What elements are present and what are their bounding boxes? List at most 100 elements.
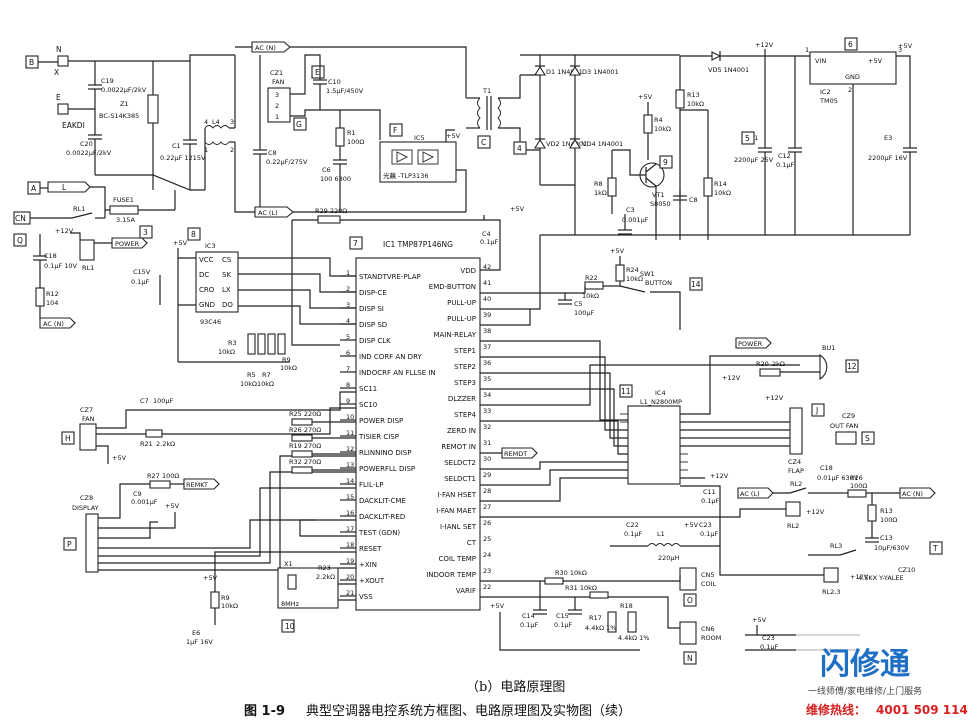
- ic4-body: [627, 405, 681, 485]
- svg-text:C19: C19: [101, 77, 114, 85]
- svg-text:2.2kΩ: 2.2kΩ: [156, 440, 175, 448]
- z1-varistor: [147, 94, 159, 124]
- svg-text:GND: GND: [845, 73, 860, 81]
- ic1-left-pin-number: 18: [346, 541, 354, 549]
- svg-text:R14: R14: [714, 180, 727, 188]
- svg-text:BUTTON: BUTTON: [645, 279, 672, 287]
- svg-text:RL2.3: RL2.3: [822, 588, 840, 596]
- ic1-right-pin-label: SELDCT2: [444, 459, 476, 467]
- svg-text:+12V: +12V: [765, 394, 784, 402]
- svg-text:C12: C12: [778, 152, 791, 160]
- caption-subtitle: （b）电路原理图: [466, 679, 565, 695]
- svg-text:R31 10kΩ: R31 10kΩ: [565, 584, 597, 592]
- svg-text:DISPLAY: DISPLAY: [72, 504, 99, 512]
- ic1-right-pin-number: 34: [483, 391, 491, 399]
- ic1-left-pin-number: 1: [346, 269, 350, 277]
- svg-text:1.5μF/450V: 1.5μF/450V: [326, 87, 364, 95]
- svg-text:R7: R7: [262, 371, 271, 379]
- svg-text:R23: R23: [318, 564, 331, 572]
- figure-number: 图 1-9: [244, 704, 285, 719]
- svg-text:S8050: S8050: [650, 200, 671, 208]
- svg-text:100Ω: 100Ω: [850, 482, 867, 490]
- svg-text:2kΩ: 2kΩ: [772, 360, 785, 368]
- power-tag-2: [735, 337, 772, 349]
- svg-text:R27: R27: [147, 472, 160, 480]
- svg-text:ROOM: ROOM: [701, 634, 721, 642]
- ic1-right-pin-number: 42: [483, 263, 491, 271]
- svg-text:E: E: [315, 68, 320, 77]
- ic1-right-pin-number: 32: [483, 423, 491, 431]
- region-q: [13, 233, 27, 247]
- svg-text:+12V: +12V: [722, 374, 741, 382]
- svg-text:SK: SK: [222, 271, 231, 279]
- svg-text:CZ7: CZ7: [80, 406, 93, 414]
- cz4-connector: [789, 407, 803, 455]
- svg-text:CN5: CN5: [701, 571, 715, 579]
- rl1-coil: [79, 239, 95, 261]
- svg-text:LX: LX: [222, 286, 231, 294]
- ic1-left-pin-label: IND CORF AN DRY: [359, 353, 422, 361]
- watermark: 闪修通 一线师傅/家电维修/上门服务 维修热线： 4001 509 114: [796, 628, 980, 722]
- svg-text:3.15A: 3.15A: [116, 216, 135, 224]
- rl2-coil: [785, 501, 801, 517]
- svg-text:3: 3: [898, 46, 902, 54]
- r1: [335, 127, 345, 147]
- svg-text:10kΩ: 10kΩ: [218, 348, 235, 356]
- region-l: [683, 651, 697, 665]
- svg-text:DO: DO: [222, 301, 233, 309]
- watermark-slogan: 一线师傅/家电维修/上门服务: [808, 685, 922, 697]
- region-t: [929, 541, 943, 555]
- svg-text:RL1: RL1: [82, 264, 94, 272]
- svg-text:POWER: POWER: [738, 340, 763, 348]
- svg-text:4.5KX Y-YALEE: 4.5KX Y-YALEE: [858, 574, 904, 582]
- svg-text:RL1: RL1: [73, 205, 85, 213]
- svg-text:CZ8: CZ8: [80, 494, 93, 502]
- svg-text:10kΩ: 10kΩ: [654, 125, 671, 133]
- r24: [615, 264, 625, 282]
- ac-n-tag-3: [899, 487, 936, 499]
- svg-text:R12: R12: [46, 290, 59, 298]
- svg-text:R9: R9: [282, 356, 291, 364]
- svg-text:3: 3: [143, 228, 148, 237]
- svg-text:10kΩ: 10kΩ: [626, 275, 643, 283]
- bu1-buzzer: [819, 354, 828, 380]
- svg-text:R3: R3: [228, 339, 237, 347]
- svg-text:104: 104: [46, 299, 58, 307]
- svg-text:L: L: [62, 183, 67, 192]
- svg-text:REMKT: REMKT: [186, 481, 208, 489]
- svg-text:C23: C23: [762, 634, 775, 642]
- svg-text:C8: C8: [268, 149, 277, 157]
- r29: [317, 215, 341, 224]
- svg-text:10kΩ10kΩ: 10kΩ10kΩ: [240, 380, 274, 388]
- svg-text:L4: L4: [212, 118, 220, 126]
- cz7-connector: [79, 423, 97, 451]
- svg-text:SW1: SW1: [640, 270, 655, 278]
- svg-text:A: A: [31, 184, 37, 193]
- svg-text:C15V: C15V: [133, 268, 151, 276]
- svg-text:C14: C14: [522, 612, 535, 620]
- cn6-connector: [679, 621, 697, 645]
- ic1-left-pin-number: 11: [346, 429, 354, 437]
- svg-text:RL3: RL3: [830, 542, 842, 550]
- ic1-left-pin-number: 13: [346, 461, 354, 469]
- svg-text:10kΩ: 10kΩ: [280, 364, 297, 372]
- ic1-left-pin-label: +XOUT: [359, 577, 385, 585]
- svg-text:100Ω: 100Ω: [162, 472, 179, 480]
- ic1-right-pin-label: I-IANL SET: [440, 523, 477, 531]
- ic1-left-pin-label: TEST (GDN): [358, 529, 400, 537]
- r4: [643, 114, 653, 134]
- ic1-left-pin-number: 7: [346, 365, 350, 373]
- ic1-left-pin-label: RLINNINO DISP: [359, 449, 411, 457]
- caption: （b）电路原理图 图 1-9 典型空调器电控系统方框图、电路原理图及实物图（续）: [244, 679, 631, 719]
- ic1-right-pin-label: CT: [467, 539, 477, 547]
- ic1-left-pin-number: 12: [346, 445, 354, 453]
- svg-text:0.22μF 1215V: 0.22μF 1215V: [160, 154, 206, 162]
- svg-text:P: P: [67, 540, 72, 549]
- svg-text:G: G: [296, 120, 302, 129]
- ic1-left-pin-label: DACKLIT-CME: [359, 497, 406, 505]
- ic1-right-pin-number: 25: [483, 535, 491, 543]
- svg-text:+12V: +12V: [850, 573, 869, 581]
- ic1-left-pin-label: RESET: [359, 545, 382, 553]
- svg-text:7: 7: [353, 239, 358, 248]
